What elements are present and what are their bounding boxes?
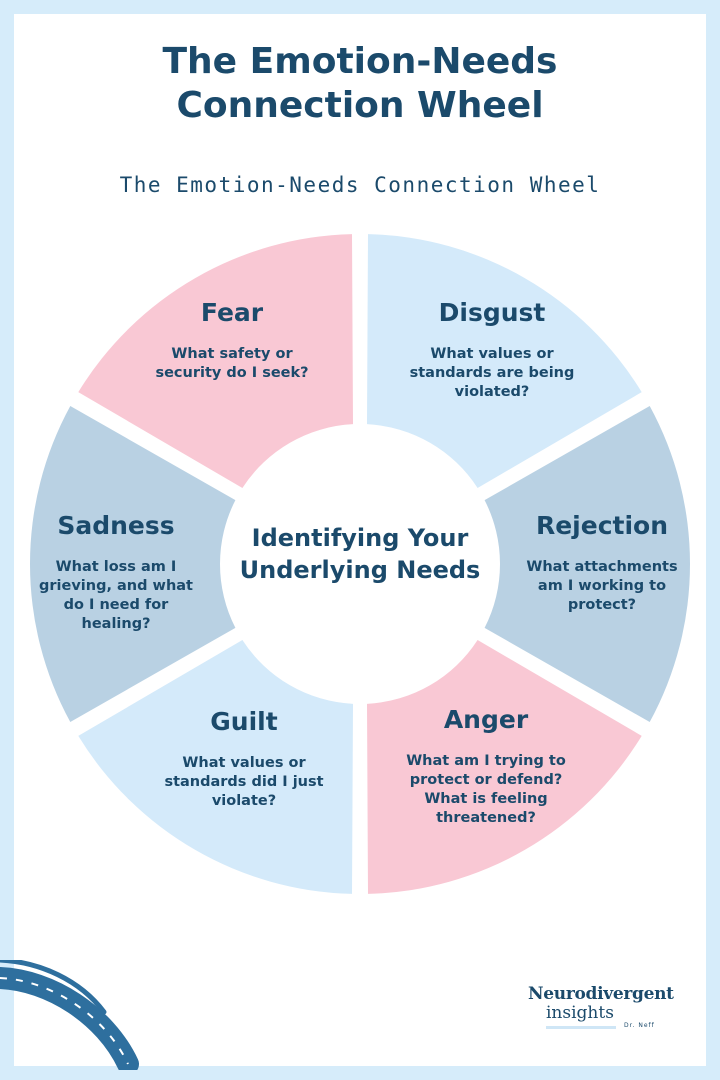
sadness-question-line-2: grieving, and what [39,578,193,594]
logo-line-2: insights [546,1003,614,1023]
disgust-label: Disgust [438,298,546,327]
disgust-question-line-2: standards are being [409,365,575,381]
guilt-question-line-2: standards did I just [164,774,324,790]
fear-block: Fear What safety or security do I seek? [132,297,332,383]
anger-question-line-1: What am I trying to [406,753,566,769]
center-line-1: Identifying Your [251,524,469,552]
rejection-block: Rejection What attachments am I working … [502,510,702,615]
segment-disgust [366,234,642,489]
wheel-center-label: Identifying Your Underlying Needs [220,522,500,586]
guilt-block: Guilt What values or standards did I jus… [144,706,344,811]
title-line-1: The Emotion-Needs [162,41,558,82]
logo-underline [546,1026,616,1029]
segment-sadness [30,405,236,723]
logo-line-1: Neurodivergent [528,984,674,1004]
fear-label: Fear [200,298,264,327]
center-line-2: Underlying Needs [239,556,481,584]
decorative-swoosh [0,960,139,1070]
guilt-question-line-1: What values or [182,755,306,771]
poster-subtitle: The Emotion-Needs Connection Wheel [119,173,601,197]
disgust-question-line-1: What values or [430,346,554,362]
fear-question-line-2: security do I seek? [155,365,309,381]
sadness-question-line-1: What loss am I [55,559,177,575]
disgust-block: Disgust What values or standards are bei… [392,297,592,402]
segment-fear [78,234,354,489]
anger-question-line-2: protect or defend? [409,772,563,788]
rejection-question-line-1: What attachments [526,559,678,575]
sadness-question-line-3: do I need for [63,597,169,613]
segment-rejection [484,405,690,723]
segment-anger [366,639,642,894]
sadness-block: Sadness What loss am I grieving, and wha… [16,510,216,634]
rejection-label: Rejection [535,511,669,540]
disgust-question-line-3: violated? [454,384,530,400]
brand-logo: Neurodivergent insights Dr. Neff [528,984,688,1034]
title-line-2: Connection Wheel [176,85,544,126]
guilt-label: Guilt [210,707,278,736]
anger-label: Anger [443,705,529,734]
segment-guilt [78,639,354,894]
sadness-question-line-4: healing? [81,616,151,632]
logo-line-3: Dr. Neff [624,1022,655,1029]
rejection-question-line-2: am I working to [537,578,667,594]
rejection-question-line-3: protect? [567,597,637,613]
poster-title: The Emotion-Needs Connection Wheel [0,40,720,128]
guilt-question-line-3: violate? [211,793,277,809]
anger-question-line-4: threatened? [436,810,536,826]
sadness-label: Sadness [57,511,175,540]
fear-question-line-1: What safety or [171,346,293,362]
anger-block: Anger What am I trying to protect or def… [386,704,586,828]
anger-question-line-3: What is feeling [424,791,548,807]
